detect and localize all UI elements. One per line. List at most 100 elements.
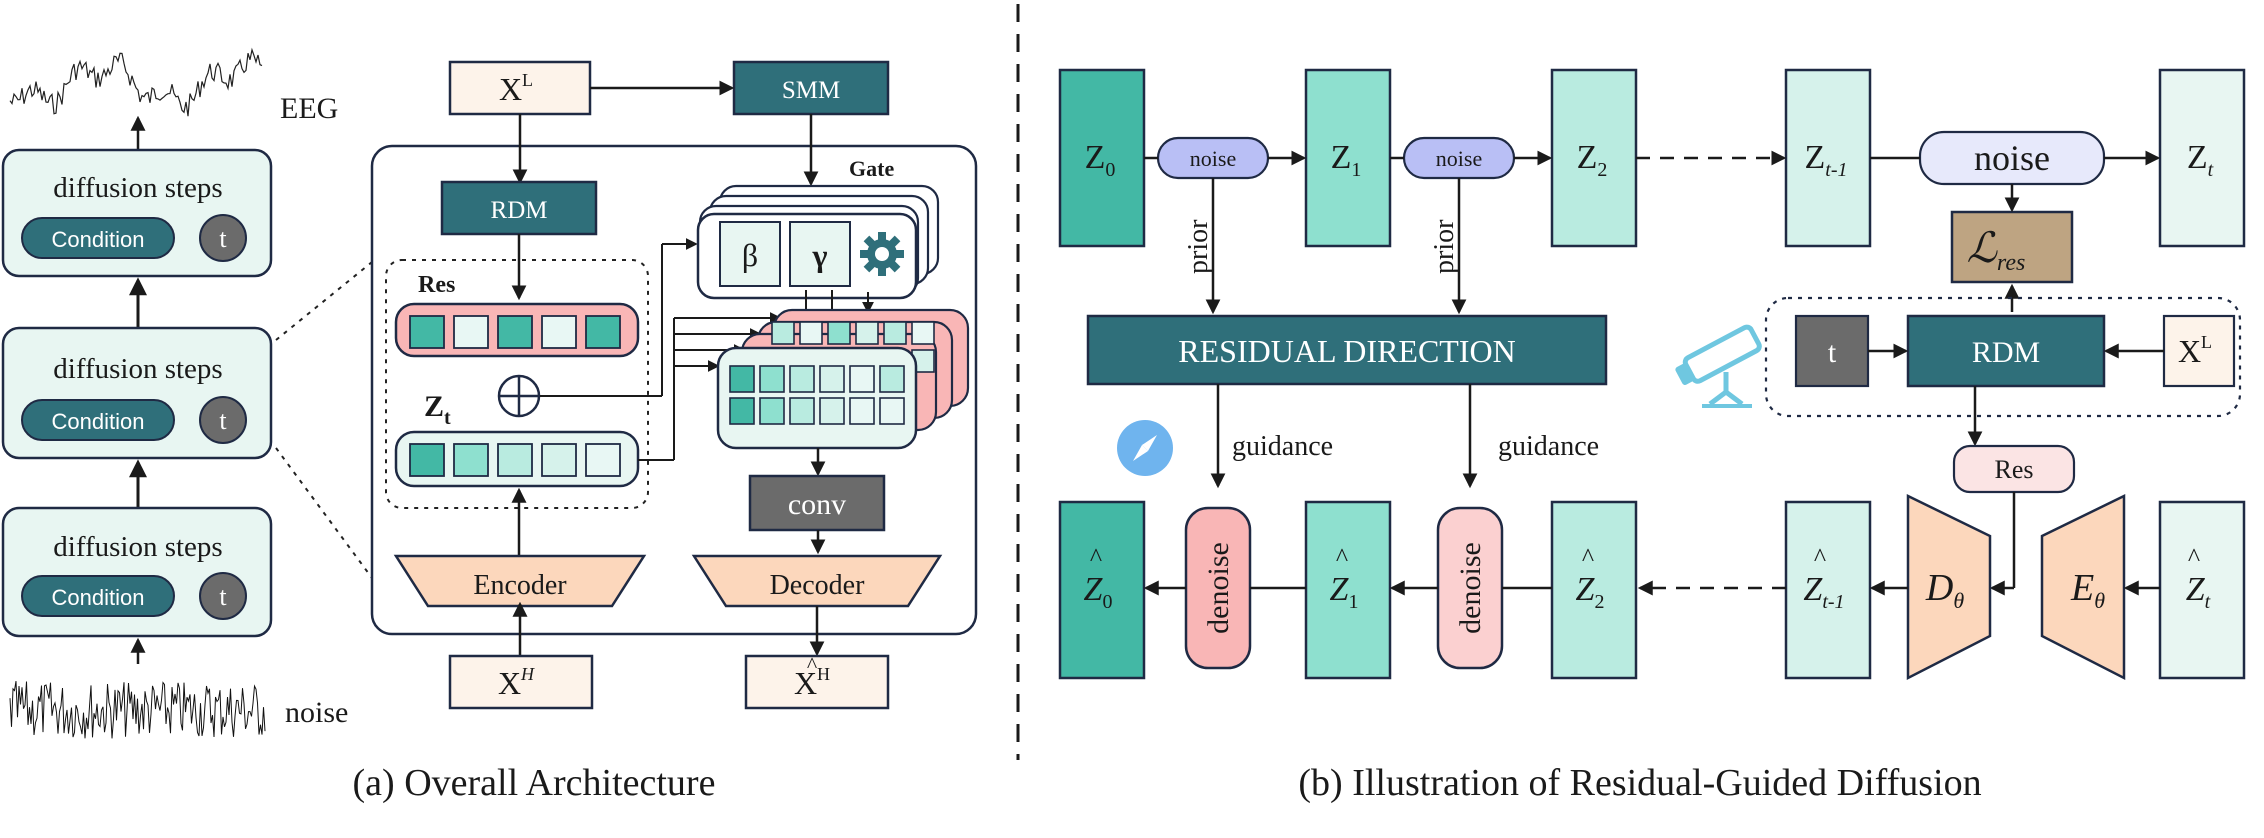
feature-cell bbox=[759, 397, 785, 425]
z1-box: Z1 bbox=[1304, 68, 1392, 248]
zhat-t1-box: Zt-1 ^ bbox=[1784, 500, 1872, 680]
caption-b: (b) Illustration of Residual-Guided Diff… bbox=[1298, 762, 1981, 804]
zhat-t-box: Zt ^ bbox=[2158, 500, 2246, 680]
svg-text:Zt: Zt bbox=[2186, 571, 2211, 613]
svg-text:Zt: Zt bbox=[2187, 139, 2214, 181]
decoder-block: Decoder bbox=[691, 554, 943, 608]
svg-text:conv: conv bbox=[788, 488, 846, 521]
svg-text:Zt-1: Zt-1 bbox=[1805, 139, 1848, 181]
diffusion-step-1: diffusion steps Condition t bbox=[1, 148, 273, 278]
zt-box: Zt bbox=[2158, 68, 2246, 248]
svg-text:^: ^ bbox=[1336, 543, 1348, 572]
compass-icon bbox=[1117, 420, 1173, 476]
svg-text:RDM: RDM bbox=[1972, 336, 2040, 369]
eeg-label: EEG bbox=[280, 92, 338, 125]
gate-label: Gate bbox=[849, 156, 894, 181]
svg-text:XL: XL bbox=[2178, 332, 2212, 369]
step-title: diffusion steps bbox=[53, 172, 222, 204]
feature-cell bbox=[789, 365, 815, 393]
feature-cell bbox=[883, 321, 907, 345]
gamma-symbol: γ bbox=[812, 237, 828, 273]
beta-symbol: β bbox=[742, 237, 758, 273]
t-label: t bbox=[219, 582, 227, 611]
svg-text:Z2: Z2 bbox=[1576, 571, 1605, 613]
xhat-box: XH ^ bbox=[744, 652, 890, 710]
encoder-block: Encoder bbox=[393, 554, 647, 608]
xl-box-b: XL bbox=[2162, 314, 2236, 388]
xl-box: XL bbox=[448, 60, 592, 116]
prior-label-1: prior bbox=[1183, 219, 1214, 274]
step-title: diffusion steps bbox=[53, 353, 222, 385]
noise-pill-1: noise bbox=[1156, 136, 1270, 180]
svg-text:^: ^ bbox=[1582, 543, 1594, 572]
zhat0-box: Z0 ^ bbox=[1058, 500, 1146, 680]
feature-cell bbox=[789, 397, 815, 425]
res-pill-b: Res bbox=[1952, 444, 2076, 494]
eeg-waveform bbox=[9, 47, 263, 117]
feature-cell bbox=[729, 397, 755, 425]
feature-cell bbox=[827, 321, 851, 345]
noise-label: noise bbox=[285, 696, 348, 729]
svg-text:noise: noise bbox=[1436, 146, 1482, 171]
feature-cell bbox=[879, 365, 905, 393]
panel-b: Z0 Z1 Z2 Zt-1 Zt noise noise noise prior… bbox=[1058, 68, 2246, 804]
svg-text:Encoder: Encoder bbox=[473, 570, 567, 601]
svg-text:noise: noise bbox=[1974, 138, 2050, 178]
guidance-label-1: guidance bbox=[1232, 431, 1333, 462]
denoise-pill-2: denoise bbox=[1436, 506, 1504, 670]
svg-text:XH: XH bbox=[794, 664, 830, 701]
svg-text:Z1: Z1 bbox=[1330, 571, 1359, 613]
z2-box: Z2 bbox=[1550, 68, 1638, 248]
feature-cell bbox=[849, 397, 875, 425]
feature-cell bbox=[855, 321, 879, 345]
svg-text:XH: XH bbox=[498, 664, 535, 701]
svg-text:ℒres: ℒres bbox=[1967, 226, 2026, 276]
feature-cell bbox=[799, 321, 823, 345]
svg-text:Z2: Z2 bbox=[1577, 139, 1608, 181]
svg-text:Dθ: Dθ bbox=[1925, 567, 1964, 613]
prior-label-2: prior bbox=[1429, 219, 1460, 274]
svg-text:Decoder: Decoder bbox=[770, 570, 866, 601]
noise-pill-big: noise bbox=[1918, 130, 2106, 186]
e-theta-block: Eθ bbox=[2040, 493, 2126, 681]
res-bar bbox=[394, 302, 640, 358]
svg-text:noise: noise bbox=[1190, 146, 1236, 171]
svg-text:^: ^ bbox=[1090, 543, 1102, 572]
zt-bar bbox=[394, 430, 640, 488]
condition-label: Condition bbox=[52, 227, 145, 252]
feature-cell bbox=[771, 321, 795, 345]
condition-label: Condition bbox=[52, 585, 145, 610]
rdm-box-a: RDM bbox=[440, 180, 598, 236]
feature-cell bbox=[911, 321, 935, 345]
svg-text:t: t bbox=[1828, 336, 1837, 369]
zhat1-box: Z1 ^ bbox=[1304, 500, 1392, 680]
zt-label: Zt bbox=[424, 390, 451, 429]
svg-text:denoise: denoise bbox=[1202, 542, 1235, 634]
svg-text:^: ^ bbox=[2188, 543, 2200, 572]
t-label: t bbox=[219, 406, 227, 435]
svg-text:RESIDUAL DIRECTION: RESIDUAL DIRECTION bbox=[1178, 333, 1515, 369]
noise-waveform bbox=[9, 681, 266, 739]
svg-text:RDM: RDM bbox=[491, 197, 548, 224]
guidance-label-2: guidance bbox=[1498, 431, 1599, 462]
res-label: Res bbox=[418, 272, 455, 298]
t-label: t bbox=[219, 224, 227, 253]
xh-box: XH bbox=[448, 654, 594, 710]
svg-text:^: ^ bbox=[807, 652, 818, 677]
noise-pill-2: noise bbox=[1402, 136, 1516, 180]
smm-box: SMM bbox=[732, 60, 890, 116]
svg-text:Z0: Z0 bbox=[1085, 139, 1116, 181]
t-box-b: t bbox=[1794, 314, 1870, 388]
telescope-icon bbox=[1675, 324, 1762, 408]
caption-a: (a) Overall Architecture bbox=[353, 762, 716, 804]
step-title: diffusion steps bbox=[53, 531, 222, 563]
feature-cell bbox=[819, 365, 845, 393]
residual-direction-box: RESIDUAL DIRECTION bbox=[1086, 314, 1608, 386]
denoise-pill-1: denoise bbox=[1184, 506, 1252, 670]
rdm-box-b: RDM bbox=[1906, 314, 2106, 388]
d-theta-block: Dθ bbox=[1906, 493, 1992, 681]
svg-text:SMM: SMM bbox=[782, 77, 840, 104]
svg-text:denoise: denoise bbox=[1454, 542, 1487, 634]
